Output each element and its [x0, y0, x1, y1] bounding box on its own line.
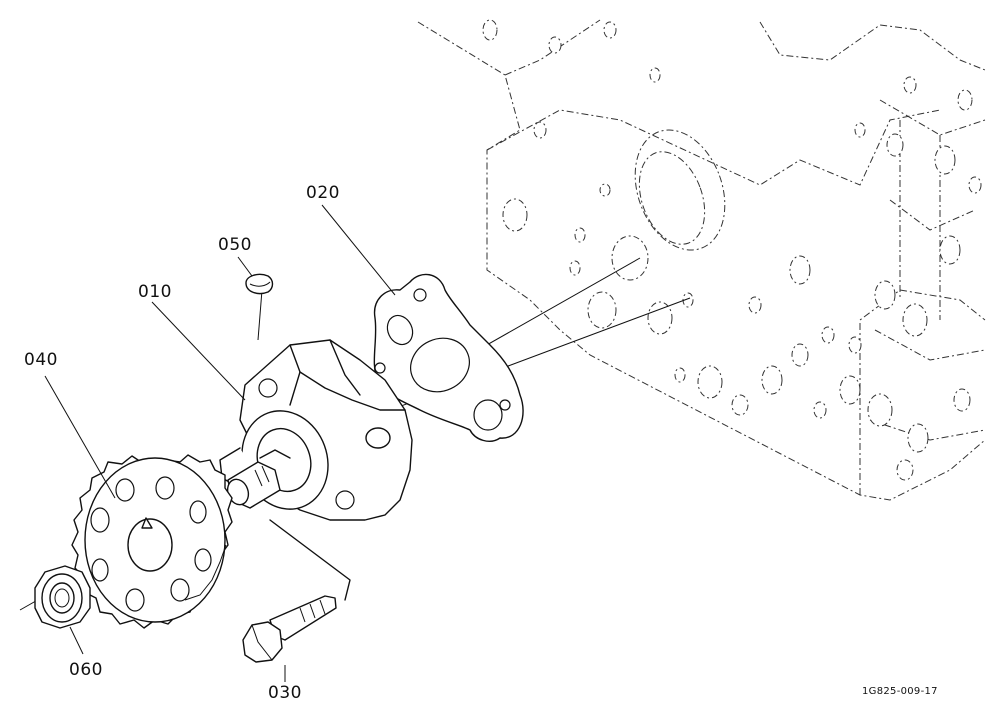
- drawing-code: 1G825-009-17: [862, 686, 938, 697]
- flange-nut-part: [34, 565, 91, 629]
- part-label-040: 040: [24, 350, 58, 370]
- gasket-part: [373, 273, 524, 442]
- part-label-020: 020: [306, 183, 340, 203]
- part-label-030: 030: [268, 683, 302, 703]
- part-label-050: 050: [218, 235, 252, 255]
- idler-gear-part: [71, 454, 233, 629]
- part-labels: 040 010 050 020 060 030: [24, 183, 340, 703]
- part-label-060: 060: [69, 660, 103, 680]
- leader-lines: [44, 204, 396, 682]
- oil-pump-body: [219, 339, 413, 521]
- bolt-part: [242, 519, 351, 663]
- part-label-010: 010: [138, 282, 172, 302]
- woodruff-key-part: [245, 273, 274, 295]
- engine-block-outline: [417, 19, 986, 501]
